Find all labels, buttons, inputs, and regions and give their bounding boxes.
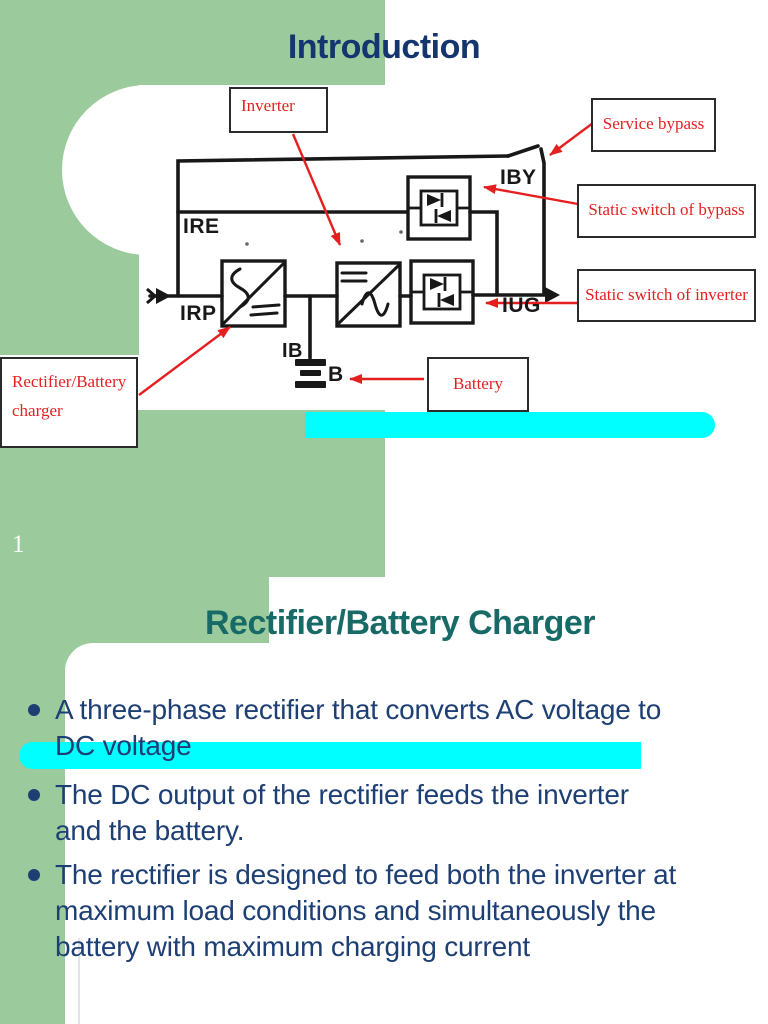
slide1-title: Introduction	[287, 28, 481, 66]
rectifier-box	[220, 259, 287, 328]
static-switch-bypass-symbol	[408, 189, 470, 227]
bullet-dot	[28, 789, 40, 801]
label-iby: IBY	[500, 166, 537, 189]
bullet-dot	[28, 869, 40, 881]
slide2-white-panel	[65, 643, 768, 1024]
bullet-text: The rectifier is designed to feed both t…	[55, 857, 676, 965]
callout-inverter: Inverter	[229, 87, 328, 133]
bullet-line: maximum load conditions and simultaneous…	[55, 895, 656, 926]
charger-callout-arrow	[138, 326, 231, 396]
bullet-line: and the battery.	[55, 815, 245, 846]
component-boxes	[220, 175, 475, 328]
service-bypass-callout-arrow	[549, 119, 598, 156]
page-number: 1	[12, 531, 25, 558]
service-bypass-switch-blade	[506, 144, 540, 158]
callout-static-switch-bypass: Static switch of bypass	[577, 184, 756, 238]
static-switch-bypass-box	[406, 175, 472, 241]
cyan-highlight-bar-slide2	[19, 742, 641, 769]
static-switch-inverter-symbol	[411, 273, 473, 311]
callout-service-bypass: Service bypass	[591, 98, 716, 152]
label-ire: IRE	[183, 215, 220, 238]
bullet-text: The DC output of the rectifier feeds the…	[55, 777, 629, 849]
bullet-item: A three-phase rectifier that converts AC…	[28, 692, 744, 764]
callout-battery: Battery	[427, 357, 529, 412]
callout-rectifier-charger: Rectifier/Battery charger	[0, 357, 138, 448]
bullet-line: The DC output of the rectifier feeds the…	[55, 779, 629, 810]
inverter-symbol	[337, 264, 400, 325]
callout-rectifier-charger-line2: charger	[12, 401, 63, 420]
green-top-band	[0, 0, 385, 85]
label-iug: IUG	[502, 294, 541, 317]
callout-static-switch-inverter: Static switch of inverter	[577, 269, 756, 322]
bullet-text: A three-phase rectifier that converts AC…	[55, 692, 661, 764]
inverter-box	[335, 261, 402, 328]
battery-symbol	[295, 359, 326, 388]
slide2-title: Rectifier/Battery Charger	[205, 604, 595, 642]
output-arrow	[545, 287, 560, 303]
panel-edge-line	[78, 938, 80, 1024]
callout-rectifier-charger-line1: Rectifier/Battery	[12, 372, 127, 391]
label-b: B	[328, 363, 344, 386]
green-mid-block	[0, 577, 269, 643]
callout-inverter-label: Inverter	[241, 96, 295, 115]
callout-service-bypass-label: Service bypass	[602, 114, 705, 133]
callout-battery-label: Battery	[452, 374, 504, 393]
callout-static-switch-bypass-label: Static switch of bypass	[588, 200, 745, 219]
rectifier-symbol	[222, 262, 285, 325]
bullet-line: DC voltage	[55, 730, 192, 761]
label-irp: IRP	[180, 302, 217, 325]
inverter-callout-arrow	[291, 133, 342, 246]
cyan-highlight-bar-slide1	[305, 412, 715, 438]
bullet-dot	[28, 704, 40, 716]
scan-speckles	[245, 230, 403, 246]
input-arrow	[146, 287, 171, 305]
bullet-line: battery with maximum charging current	[55, 931, 530, 962]
bullet-line: The rectifier is designed to feed both t…	[55, 859, 677, 890]
label-ib: IB	[282, 340, 303, 362]
bullet-item: The DC output of the rectifier feeds the…	[28, 777, 744, 849]
callout-static-switch-inverter-label: Static switch of inverter	[585, 285, 748, 304]
static-switch-inverter-box	[409, 259, 475, 325]
slide2-bullet-list: A three-phase rectifier that converts AC…	[28, 692, 744, 978]
bullet-item: The rectifier is designed to feed both t…	[28, 857, 744, 965]
bullet-line: A three-phase rectifier that converts AC…	[55, 694, 662, 725]
